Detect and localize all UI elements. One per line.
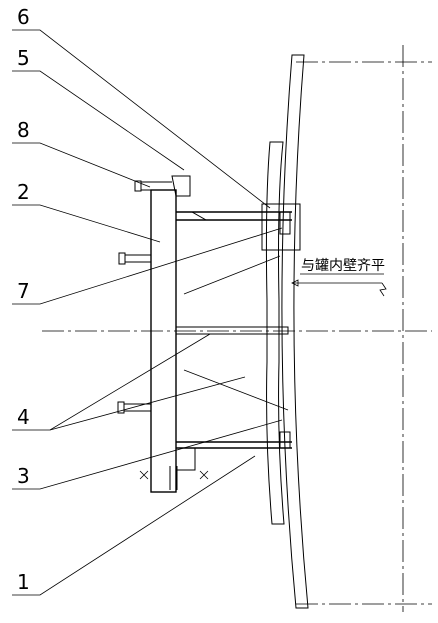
flush-note: 与罐内壁齐平 <box>301 258 385 274</box>
center-lines <box>42 45 432 612</box>
label-8: 8 <box>17 118 30 142</box>
leader-lines <box>12 29 387 596</box>
seal-detail <box>261 203 301 449</box>
label-1: 1 <box>17 570 30 594</box>
label-5: 5 <box>17 46 30 70</box>
label-6: 6 <box>17 5 30 29</box>
nozzle-pipe <box>175 211 292 449</box>
label-2: 2 <box>17 180 30 204</box>
label-7: 7 <box>17 279 30 303</box>
bolts <box>117 180 209 490</box>
label-4: 4 <box>17 405 30 429</box>
label-3: 3 <box>17 464 30 488</box>
tank-wall <box>265 54 309 609</box>
